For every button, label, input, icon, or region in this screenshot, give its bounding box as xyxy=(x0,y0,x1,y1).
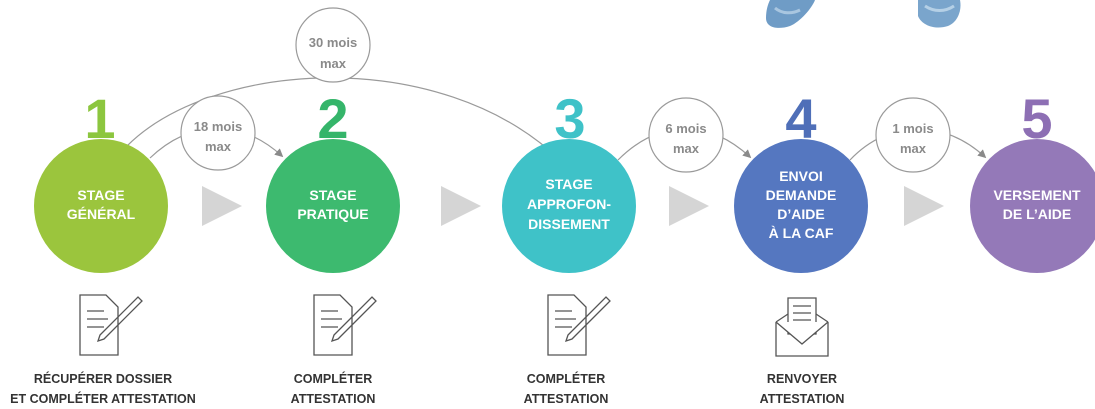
caption-step-2-line-1: COMPLÉTER xyxy=(294,371,372,386)
stage-2-label-line-2: PRATIQUE xyxy=(297,206,368,222)
stage-4-label-line-1: ENVOI xyxy=(779,168,823,184)
chevron-arrow-1 xyxy=(202,186,242,226)
duration-badge-6: 6 mois max xyxy=(648,97,724,173)
duration-badge-1: 1 mois max xyxy=(875,97,951,173)
caption-step-4-line-2: ATTESTATION xyxy=(760,392,845,406)
stage-1-label-line-2: GÉNÉRAL xyxy=(67,206,136,222)
caption-step-3-line-1: COMPLÉTER xyxy=(527,371,605,386)
caption-step-3-line-2: ATTESTATION xyxy=(524,392,609,406)
chevron-arrow-3 xyxy=(669,186,709,226)
stage-circle-5 xyxy=(970,139,1095,273)
duration-30-line-2: max xyxy=(320,56,347,71)
stage-4-label-line-2: DEMANDE xyxy=(766,187,837,203)
person-legs-image xyxy=(766,0,961,28)
caption-step-2-line-2: ATTESTATION xyxy=(291,392,376,406)
duration-badge-18: 18 mois max xyxy=(180,95,256,171)
caption-step-4-line-1: RENVOYER xyxy=(767,372,837,386)
duration-1-line-1: 1 mois xyxy=(892,121,933,136)
stage-3-label-line-2: APPROFON- xyxy=(527,196,611,212)
stage-5-label-line-1: VERSEMENT xyxy=(993,187,1081,203)
caption-step-1-line-2: ET COMPLÉTER ATTESTATION xyxy=(10,391,196,406)
duration-18-line-1: 18 mois xyxy=(194,119,242,134)
stage-3-label-line-3: DISSEMENT xyxy=(528,216,610,232)
stage-2-label-line-1: STAGE xyxy=(309,187,356,203)
stage-5-label-line-2: DE L’AIDE xyxy=(1003,206,1071,222)
chevrons xyxy=(202,186,944,226)
stage-3-label-line-1: STAGE xyxy=(545,176,592,192)
document-pen-icon xyxy=(313,294,377,356)
document-pen-icon xyxy=(547,294,611,356)
envelope-document-icon xyxy=(775,297,829,357)
duration-badge-30: 30 mois max xyxy=(295,7,371,83)
stage-circle-4 xyxy=(734,139,868,273)
duration-18-line-2: max xyxy=(205,139,232,154)
duration-30-line-1: 30 mois xyxy=(309,35,357,50)
stage-4-label-line-4: À LA CAF xyxy=(769,225,834,241)
duration-6-line-2: max xyxy=(673,141,700,156)
duration-1-line-2: max xyxy=(900,141,927,156)
chevron-arrow-4 xyxy=(904,186,944,226)
stage-1-label-line-1: STAGE xyxy=(77,187,124,203)
stage-circle-1 xyxy=(34,139,168,273)
chevron-arrow-2 xyxy=(441,186,481,226)
document-pen-icon xyxy=(79,294,143,356)
stage-circle-3 xyxy=(502,139,636,273)
duration-6-line-1: 6 mois xyxy=(665,121,706,136)
stage-circle-2 xyxy=(266,139,400,273)
caption-step-1-line-1: RÉCUPÉRER DOSSIER xyxy=(34,371,172,386)
stage-4-label-line-3: D’AIDE xyxy=(777,206,824,222)
